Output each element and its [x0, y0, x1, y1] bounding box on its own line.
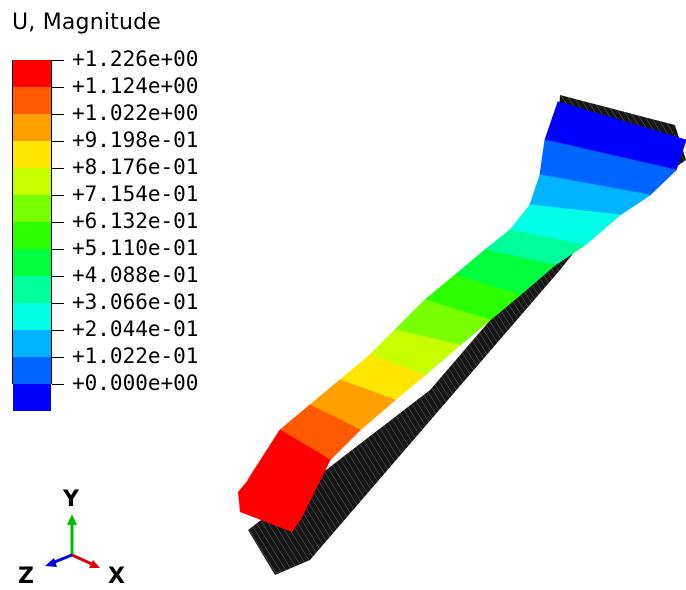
x-axis-arrow	[71, 553, 95, 567]
legend-swatch	[13, 141, 51, 168]
legend-swatch	[13, 303, 51, 330]
legend-value-label: +1.022e-01	[72, 344, 199, 368]
displacement-contour-bands	[238, 101, 686, 532]
legend-swatch	[13, 357, 51, 384]
legend-swatch	[13, 276, 51, 303]
legend-tick-mark	[52, 60, 64, 61]
legend-tick-mark	[52, 222, 64, 223]
legend-tick-mark	[52, 195, 64, 196]
legend-tick-mark	[52, 357, 64, 358]
triad-x-label: X	[108, 564, 125, 589]
legend-tick-mark	[52, 249, 64, 250]
x-axis-arrowhead	[89, 560, 100, 568]
legend-value-label: +1.226e+00	[72, 47, 199, 71]
legend-value-label: +1.022e+00	[72, 101, 199, 125]
legend-swatch	[13, 330, 51, 357]
legend-tick-mark	[52, 384, 64, 385]
legend-value-label: +6.132e-01	[72, 209, 199, 233]
legend-swatch	[13, 87, 51, 114]
legend-tick-mark	[52, 87, 64, 88]
legend-swatch	[13, 249, 51, 276]
z-axis-arrowhead	[45, 558, 57, 567]
color-legend: +1.226e+00 +1.124e+00 +1.022e+00 +9.198e-01…	[12, 48, 282, 411]
legend-swatch	[13, 384, 51, 411]
legend-tick-mark	[52, 141, 64, 142]
y-axis-arrowhead	[67, 514, 77, 525]
legend-tick-mark	[52, 303, 64, 304]
legend-tick-mark	[52, 168, 64, 169]
legend-value-label: +1.124e+00	[72, 74, 199, 98]
legend-swatch	[13, 168, 51, 195]
beam-free-end-face	[238, 480, 300, 532]
legend-swatch	[13, 222, 51, 249]
legend-value-label: +0.000e+00	[72, 371, 199, 395]
legend-tick-mark	[52, 330, 64, 331]
legend-value-label: +2.044e-01	[72, 317, 199, 341]
legend-swatch	[13, 60, 51, 87]
legend-title: U, Magnitude	[12, 10, 162, 35]
legend-value-label: +8.176e-01	[72, 155, 199, 179]
triad-z-label: Z	[18, 564, 34, 589]
triad-y-label: Y	[63, 487, 79, 512]
z-axis-arrow	[51, 553, 73, 565]
legend-swatch	[13, 195, 51, 222]
legend-value-label: +4.088e-01	[72, 263, 199, 287]
legend-value-label: +3.066e-01	[72, 290, 199, 314]
legend-swatch	[13, 114, 51, 141]
legend-value-label: +7.154e-01	[72, 182, 199, 206]
legend-tick-mark	[52, 114, 64, 115]
axis-triad	[45, 514, 100, 568]
legend-tick-mark	[52, 276, 64, 277]
legend-value-label: +9.198e-01	[72, 128, 199, 152]
legend-value-label: +5.110e-01	[72, 236, 199, 260]
legend-color-bar	[12, 60, 52, 411]
